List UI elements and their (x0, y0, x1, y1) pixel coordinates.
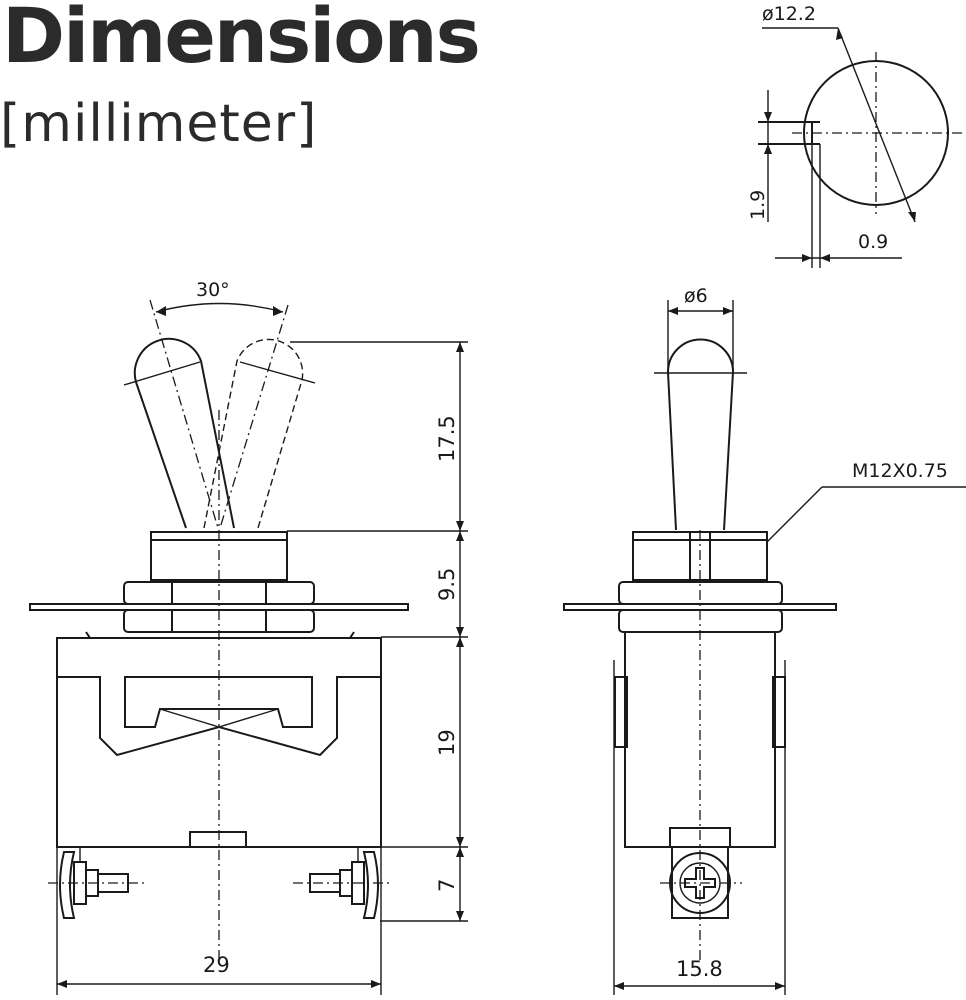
width-arrow-right (371, 980, 381, 988)
front-hex-nut-lower (123, 609, 315, 633)
side-lever-diameter-label: ø6 (684, 285, 708, 307)
body-height-label: 19 (435, 729, 459, 756)
page-subtitle: [millimeter] (0, 94, 318, 154)
thread-spec-label: M12X0.75 (852, 460, 948, 482)
notch-width-arrow-left (802, 254, 812, 262)
angle-arrow-left (156, 306, 166, 316)
angle-arc (155, 302, 284, 313)
front-view: 30° (29, 279, 468, 995)
front-body-window-v (159, 708, 279, 728)
page-title: Dimensions (2, 0, 481, 80)
side-body (624, 631, 776, 848)
notch-height-arrow-bottom (764, 144, 772, 154)
lever-angle-label: 30° (196, 279, 230, 301)
lever-tip-notch (758, 121, 813, 145)
terminal-height-label: 7 (435, 879, 459, 892)
notch-width-arrow-right (820, 254, 830, 262)
notch-height-arrow-top (764, 112, 772, 122)
side-terminal-bracket (669, 827, 731, 847)
bushing-height-label: 9.5 (435, 568, 459, 601)
side-body-tab-left (614, 676, 628, 748)
thread-leader (766, 486, 823, 543)
notch-width-label: 0.9 (858, 231, 888, 253)
lever-tip-tick-right (239, 361, 316, 384)
side-lever (666, 338, 735, 531)
dim-arrow-4 (456, 627, 464, 637)
side-lever-arrow-left (668, 307, 678, 315)
terminal-left (48, 847, 145, 919)
phillips-cross-icon (684, 867, 716, 899)
width-arrow-left (57, 980, 67, 988)
front-lever-solid (133, 337, 235, 529)
side-bushing-keyway (689, 531, 711, 581)
diameter-arrow-top (836, 28, 843, 40)
terminal-left-head (59, 851, 76, 919)
side-lever-arrow-right (723, 307, 733, 315)
front-body-nub (189, 831, 247, 848)
terminal-right-head (362, 851, 379, 919)
terminal-right (293, 847, 390, 919)
notch-height-label: 1.9 (747, 190, 769, 220)
body-width-label: 29 (203, 953, 230, 977)
side-view: ø6 M12X0.75 15.8 (563, 285, 966, 995)
lever-height-label: 17.5 (435, 415, 459, 462)
lever-axis-right (219, 304, 289, 529)
lever-axis-left (149, 299, 219, 529)
angle-arrow-right (273, 306, 283, 316)
side-width-arrow-right (775, 982, 785, 990)
dim-arrow-8 (456, 911, 464, 921)
lever-tip-diameter-label: ø12.2 (762, 3, 816, 25)
dim-arrow-1 (456, 342, 464, 352)
lever-tip-tick-left (123, 361, 201, 386)
diameter-leader-line (837, 27, 916, 223)
dim-arrow-6 (456, 837, 464, 847)
dim-arrow-3 (456, 531, 464, 541)
diameter-arrow-bottom (908, 212, 916, 222)
side-width-arrow-left (614, 982, 624, 990)
dim-arrow-5 (456, 637, 464, 647)
front-top-nut (150, 531, 288, 581)
lever-tip-detail: ø12.2 1.9 0.9 (747, 3, 962, 268)
dim-arrow-2 (456, 521, 464, 531)
side-width-label: 15.8 (676, 957, 723, 981)
front-lever-alt-position (203, 338, 304, 529)
dim-arrow-7 (456, 847, 464, 857)
